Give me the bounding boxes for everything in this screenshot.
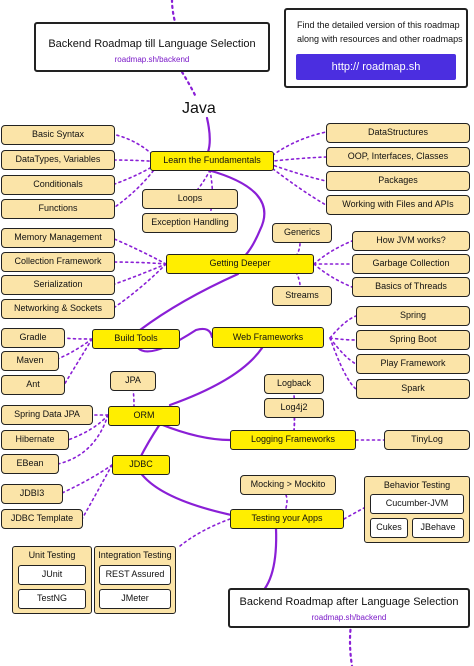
bottom-card-title: Backend Roadmap after Language Selection xyxy=(239,596,459,608)
bottom-roadmap-card[interactable]: Backend Roadmap after Language Selection… xyxy=(228,588,470,628)
behavior-testing-group: Behavior Testing Cucumber-JVM Cukes JBeh… xyxy=(364,476,470,543)
gradle-node[interactable]: Gradle xyxy=(1,328,65,348)
behavior-testing-title[interactable]: Behavior Testing xyxy=(383,480,451,490)
oop-interfaces-classes-node[interactable]: OOP, Interfaces, Classes xyxy=(326,147,470,167)
maven-node[interactable]: Maven xyxy=(1,351,59,371)
info-line-2: along with resources and other roadmaps xyxy=(297,34,463,44)
junit-node[interactable]: JUnit xyxy=(18,565,86,585)
jdbc-template-node[interactable]: JDBC Template xyxy=(1,509,83,529)
integration-testing-title[interactable]: Integration Testing xyxy=(98,550,172,560)
ant-node[interactable]: Ant xyxy=(1,375,65,395)
packages-node[interactable]: Packages xyxy=(326,171,470,191)
serialization-node[interactable]: Serialization xyxy=(1,275,115,295)
spring-data-jpa-node[interactable]: Spring Data JPA xyxy=(1,405,93,425)
jdbc-node[interactable]: JDBC xyxy=(112,455,170,475)
conditionals-node[interactable]: Conditionals xyxy=(1,175,115,195)
java-heading: Java xyxy=(182,100,216,117)
ebean-node[interactable]: EBean xyxy=(1,454,59,474)
collection-framework-node[interactable]: Collection Framework xyxy=(1,252,115,272)
basics-of-threads-node[interactable]: Basics of Threads xyxy=(352,277,470,297)
jmeter-node[interactable]: JMeter xyxy=(99,589,171,609)
functions-node[interactable]: Functions xyxy=(1,199,115,219)
cukes-node[interactable]: Cukes xyxy=(370,518,408,538)
log4j2-node[interactable]: Log4j2 xyxy=(264,398,324,418)
rest-assured-node[interactable]: REST Assured xyxy=(99,565,171,585)
spark-node[interactable]: Spark xyxy=(356,379,470,399)
info-card: Find the detailed version of this roadma… xyxy=(284,8,468,88)
garbage-collection-node[interactable]: Garbage Collection xyxy=(352,254,470,274)
spring-boot-node[interactable]: Spring Boot xyxy=(356,330,470,350)
jpa-node[interactable]: JPA xyxy=(110,371,156,391)
mocking-mockito-node[interactable]: Mocking > Mockito xyxy=(240,475,336,495)
play-framework-node[interactable]: Play Framework xyxy=(356,354,470,374)
hibernate-node[interactable]: Hibernate xyxy=(1,430,69,450)
testing-your-apps-node[interactable]: Testing your Apps xyxy=(230,509,344,529)
datatypes-variables-node[interactable]: DataTypes, Variables xyxy=(1,150,115,170)
testng-node[interactable]: TestNG xyxy=(18,589,86,609)
loops-node[interactable]: Loops xyxy=(142,189,238,209)
top-roadmap-card[interactable]: Backend Roadmap till Language Selection … xyxy=(34,22,270,72)
unit-testing-group: Unit Testing JUnit TestNG xyxy=(12,546,92,614)
logging-frameworks-node[interactable]: Logging Frameworks xyxy=(230,430,356,450)
orm-node[interactable]: ORM xyxy=(108,406,180,426)
networking-sockets-node[interactable]: Networking & Sockets xyxy=(1,299,115,319)
top-card-link[interactable]: roadmap.sh/backend xyxy=(114,55,190,64)
spring-node[interactable]: Spring xyxy=(356,306,470,326)
unit-testing-title[interactable]: Unit Testing xyxy=(28,550,76,560)
datastructures-node[interactable]: DataStructures xyxy=(326,123,470,143)
build-tools-node[interactable]: Build Tools xyxy=(92,329,180,349)
jbehave-node[interactable]: JBehave xyxy=(412,518,464,538)
generics-node[interactable]: Generics xyxy=(272,223,332,243)
cucumber-jvm-node[interactable]: Cucumber-JVM xyxy=(370,494,464,514)
info-line-1: Find the detailed version of this roadma… xyxy=(297,20,460,30)
memory-management-node[interactable]: Memory Management xyxy=(1,228,115,248)
learn-fundamentals-node[interactable]: Learn the Fundamentals xyxy=(150,151,274,171)
bottom-card-link[interactable]: roadmap.sh/backend xyxy=(311,613,387,622)
basic-syntax-node[interactable]: Basic Syntax xyxy=(1,125,115,145)
roadmap-link-button[interactable]: http:// roadmap.sh xyxy=(296,54,456,80)
exception-handling-node[interactable]: Exception Handling xyxy=(142,213,238,233)
tinylog-node[interactable]: TinyLog xyxy=(384,430,470,450)
web-frameworks-node[interactable]: Web Frameworks xyxy=(212,327,324,348)
getting-deeper-node[interactable]: Getting Deeper xyxy=(166,254,314,274)
working-with-files-apis-node[interactable]: Working with Files and APIs xyxy=(326,195,470,215)
how-jvm-works-node[interactable]: How JVM works? xyxy=(352,231,470,251)
logback-node[interactable]: Logback xyxy=(264,374,324,394)
integration-testing-group: Integration Testing REST Assured JMeter xyxy=(94,546,176,614)
streams-node[interactable]: Streams xyxy=(272,286,332,306)
top-card-title: Backend Roadmap till Language Selection xyxy=(48,38,256,50)
jdbi3-node[interactable]: JDBI3 xyxy=(1,484,63,504)
